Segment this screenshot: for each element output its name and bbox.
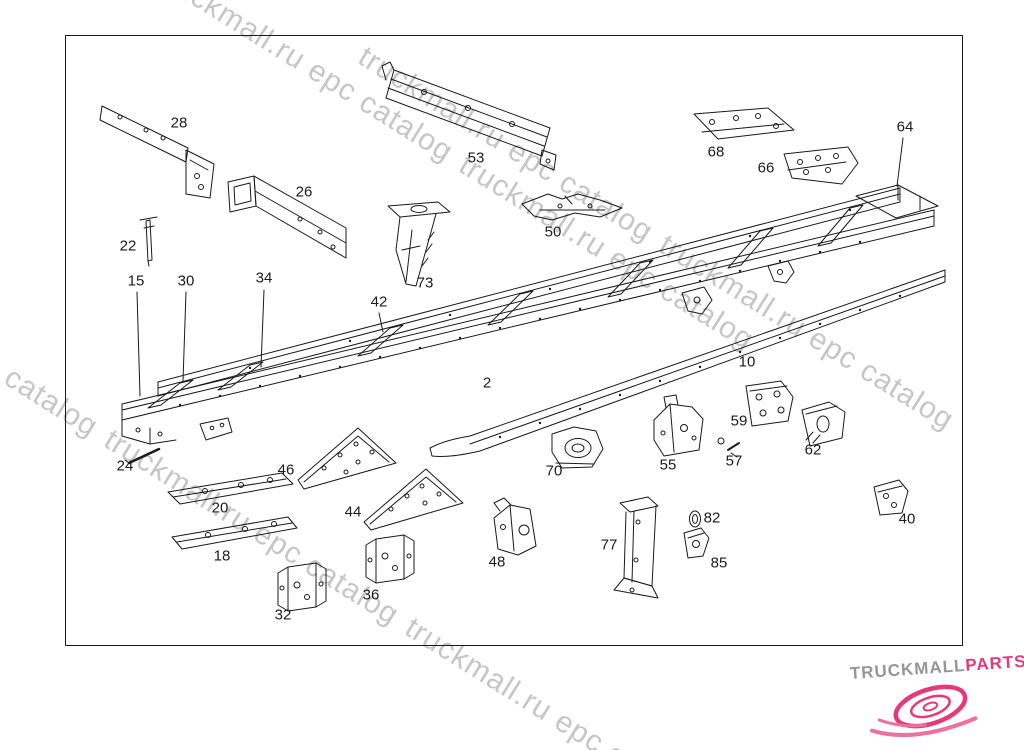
- part-36-drawing: [365, 534, 415, 584]
- part-label-57[interactable]: 57: [725, 452, 743, 470]
- diagram-border: [65, 35, 963, 646]
- part-label-40[interactable]: 40: [898, 510, 916, 528]
- frame-rivet-dots: [178, 208, 862, 407]
- brand-logo: TRUCKMALLPARTS: [849, 652, 1024, 748]
- part-label-34[interactable]: 34: [255, 269, 273, 287]
- part-20-drawing: [167, 472, 294, 505]
- part-label-66[interactable]: 66: [757, 159, 775, 177]
- part-label-64[interactable]: 64: [896, 118, 914, 136]
- part-label-32[interactable]: 32: [274, 606, 292, 624]
- part-55-drawing: [653, 394, 704, 457]
- part-50-drawing: [521, 193, 623, 221]
- part-48-drawing: [493, 497, 537, 556]
- part-label-36[interactable]: 36: [362, 586, 380, 604]
- part-label-62[interactable]: 62: [804, 441, 822, 459]
- part-22-drawing: [139, 216, 158, 267]
- part-label-24[interactable]: 24: [116, 457, 134, 475]
- part-label-44[interactable]: 44: [344, 503, 362, 521]
- part-28-drawing: [99, 105, 215, 199]
- part-label-59[interactable]: 59: [730, 412, 748, 430]
- part-label-30[interactable]: 30: [177, 272, 195, 290]
- part-59-drawing: [745, 380, 794, 427]
- part-label-15[interactable]: 15: [127, 272, 145, 290]
- part-label-53[interactable]: 53: [467, 149, 485, 167]
- part-label-55[interactable]: 55: [659, 456, 677, 474]
- part-label-18[interactable]: 18: [213, 547, 231, 565]
- part-2-frame-drawing: [121, 184, 939, 445]
- part-label-28[interactable]: 28: [170, 114, 188, 132]
- part-26-drawing: [227, 175, 347, 259]
- part-label-22[interactable]: 22: [119, 237, 137, 255]
- leader-lines: [136, 137, 904, 397]
- part-label-73[interactable]: 73: [416, 274, 434, 292]
- part-label-42[interactable]: 42: [370, 293, 388, 311]
- part-62-drawing: [801, 401, 846, 447]
- part-24-drawing: [124, 447, 161, 465]
- part-label-20[interactable]: 20: [211, 499, 229, 517]
- part-10-drawing: [429, 269, 946, 457]
- part-77-drawing: [613, 496, 659, 599]
- part-66-drawing: [783, 146, 859, 185]
- part-label-77[interactable]: 77: [600, 536, 618, 554]
- part-label-2[interactable]: 2: [482, 374, 492, 392]
- part-label-50[interactable]: 50: [544, 223, 562, 241]
- part-18-drawing: [171, 516, 298, 550]
- part-85-drawing: [683, 527, 710, 559]
- part-label-48[interactable]: 48: [488, 553, 506, 571]
- part-label-46[interactable]: 46: [277, 461, 295, 479]
- part-label-82[interactable]: 82: [703, 509, 721, 527]
- logo-wheel-icon: [869, 684, 978, 738]
- part-53-drawing: [381, 61, 557, 171]
- part-73-drawing: [387, 201, 451, 287]
- part-70-drawing: [551, 426, 604, 469]
- part-40-drawing: [873, 479, 909, 516]
- part-label-10[interactable]: 10: [738, 353, 756, 371]
- logo-suffix-text: PARTS: [964, 651, 1024, 675]
- part-label-68[interactable]: 68: [707, 143, 725, 161]
- part-32-drawing: [277, 562, 327, 612]
- part-44-drawing: [363, 468, 464, 531]
- part-label-70[interactable]: 70: [545, 462, 563, 480]
- part-46-drawing: [297, 427, 397, 490]
- part-68-drawing: [693, 107, 795, 140]
- part-57-drawing: [717, 437, 740, 458]
- part-label-26[interactable]: 26: [295, 183, 313, 201]
- part-label-85[interactable]: 85: [710, 554, 728, 572]
- part-82-drawing: [689, 510, 701, 528]
